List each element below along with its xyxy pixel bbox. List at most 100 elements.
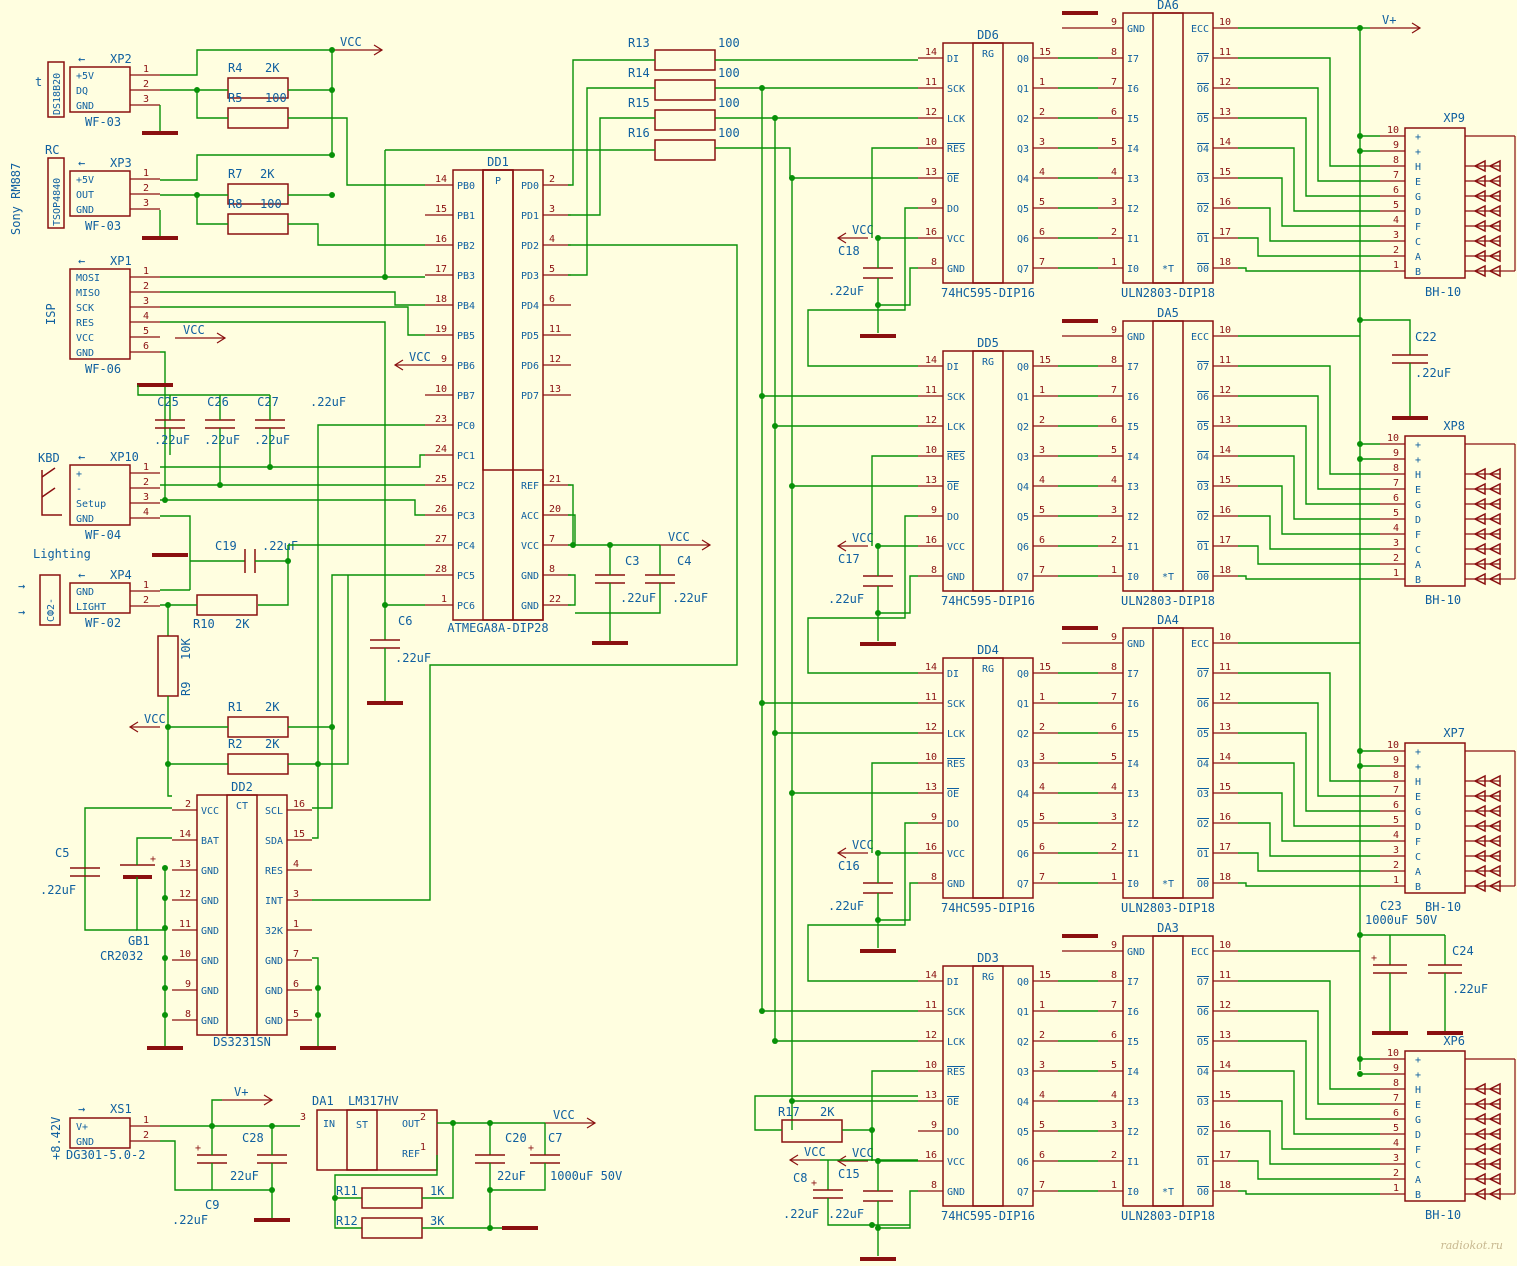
pin-name: DQ <box>76 86 88 97</box>
wire <box>1238 455 1380 520</box>
pin-name: OE <box>947 1097 959 1108</box>
pin-name: I7 <box>1127 362 1139 373</box>
pin-number: 4 <box>1039 782 1045 793</box>
pin-name: Q3 <box>1017 452 1029 463</box>
junction-dot <box>332 1195 338 1201</box>
vcc-arrow <box>373 44 384 56</box>
pin-name: +5V <box>76 71 94 82</box>
ic-inner <box>226 794 258 1036</box>
pin-name: PD4 <box>521 301 539 312</box>
wire <box>160 291 425 306</box>
led-icon <box>1473 557 1486 571</box>
pin-number: 3 <box>1111 1120 1117 1131</box>
wire <box>318 575 349 765</box>
pin-name: PC1 <box>457 451 475 462</box>
pin-name: O3 <box>1197 789 1209 800</box>
junction-dot <box>1357 932 1363 938</box>
vcc-arrow <box>836 232 847 244</box>
pin-number: 11 <box>549 324 561 335</box>
junction-dot <box>162 895 168 901</box>
pin-name: Setup <box>76 499 106 510</box>
resistor-value: 3K <box>430 1214 445 1228</box>
display-ref: XP7 <box>1443 726 1465 740</box>
pin-name: PC0 <box>457 421 475 432</box>
display-connector <box>1404 435 1466 587</box>
polarity-mark: + <box>528 1143 534 1154</box>
pin-name: Q2 <box>1017 422 1029 433</box>
ic-body <box>942 657 1034 899</box>
pin-name: O4 <box>1197 759 1209 770</box>
ic-value: 74HC595-DIP16 <box>941 286 1035 300</box>
capacitor-value: .22uF <box>172 1213 208 1227</box>
resistor <box>227 77 289 99</box>
pin-number: 7 <box>1393 170 1399 181</box>
capacitor-ref: C7 <box>548 1131 562 1145</box>
pin-name: SCL <box>265 806 283 817</box>
resistor <box>654 139 716 161</box>
pin-number: 10 <box>435 384 447 395</box>
pin-number: 15 <box>1039 47 1051 58</box>
pin-number: 5 <box>293 1009 299 1020</box>
pin-name: IN <box>323 1119 335 1130</box>
pin-number: 1 <box>1039 692 1045 703</box>
pin-number: 5 <box>1111 752 1117 763</box>
pin-name: Q7 <box>1017 879 1029 890</box>
pin-number: 23 <box>435 414 447 425</box>
pin-name: + <box>1415 132 1421 143</box>
pin-name: O5 <box>1197 1037 1209 1048</box>
junction-dot <box>162 1012 168 1018</box>
pin-number: 3 <box>549 204 555 215</box>
wire <box>1238 732 1380 812</box>
pin-number: 14 <box>179 829 191 840</box>
connector-xs1 <box>69 1117 131 1149</box>
pin-name: O1 <box>1197 849 1209 860</box>
pin-number: 8 <box>1393 770 1399 781</box>
pin-name: Q3 <box>1017 144 1029 155</box>
pin-number: 10 <box>925 445 937 456</box>
wire <box>160 306 425 336</box>
resistor-value: 100 <box>718 96 740 110</box>
wire <box>317 424 425 764</box>
resistor-ref: R2 <box>228 737 242 751</box>
pin-name: GND <box>201 926 219 937</box>
pin-name: GND <box>947 572 965 583</box>
resistor <box>654 49 716 71</box>
pin-number: 2 <box>143 477 149 488</box>
pin-number: 2 <box>143 1130 149 1141</box>
pin-name: GND <box>201 986 219 997</box>
wire <box>1238 485 1380 535</box>
pin-number: 1 <box>1393 1183 1399 1194</box>
pin-name: O3 <box>1197 1097 1209 1108</box>
pin-name: VCC <box>521 541 539 552</box>
wire <box>568 117 655 216</box>
pin-name: VCC <box>201 806 219 817</box>
vcc-arrow <box>586 1117 597 1129</box>
pin-number: 13 <box>925 1090 937 1101</box>
pin-name: I6 <box>1127 84 1139 95</box>
pin-name: O3 <box>1197 174 1209 185</box>
ic-inner <box>972 42 1004 284</box>
led-icon <box>1473 864 1486 878</box>
wire <box>1238 147 1380 212</box>
pin-number: 6 <box>1393 800 1399 811</box>
resistor-value: 2K <box>265 61 280 75</box>
display-connector <box>1404 127 1466 279</box>
junction-dot <box>875 850 881 856</box>
pin-number: 11 <box>925 77 937 88</box>
pin-name: Q4 <box>1017 789 1029 800</box>
pin-name: O6 <box>1197 392 1209 403</box>
pin-number: 6 <box>1111 1030 1117 1041</box>
junction-dot <box>1357 1071 1363 1077</box>
pin-name: O7 <box>1197 669 1209 680</box>
pin-name: I0 <box>1127 572 1139 583</box>
pin-name: Q0 <box>1017 362 1029 373</box>
pin-number: 10 <box>1387 125 1399 136</box>
led-icon <box>1473 1127 1486 1141</box>
pin-name: DO <box>947 1127 959 1138</box>
led-icon <box>1488 1142 1501 1156</box>
pin-name: O5 <box>1197 114 1209 125</box>
led-icon <box>1473 789 1486 803</box>
pin-number: 2 <box>143 281 149 292</box>
capacitor-value: .22uF <box>1415 366 1451 380</box>
pin-number: 9 <box>441 354 447 365</box>
